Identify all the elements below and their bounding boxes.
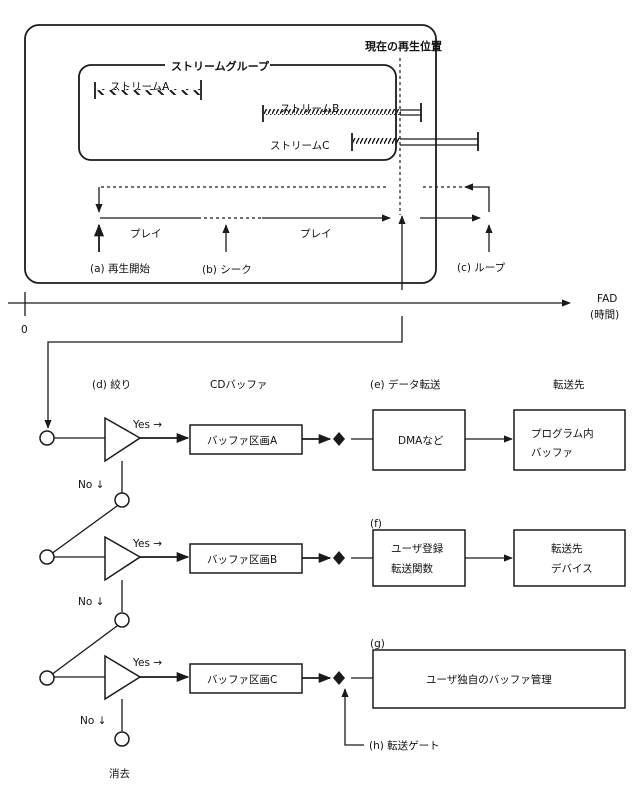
custom-buffer-management-box	[372, 649, 626, 709]
stream-a-label: ストリームA	[110, 81, 170, 93]
no-label-b: No ↓	[78, 596, 104, 608]
transfer-label-b-2: 転送関数	[391, 562, 433, 575]
stream-a-bar	[94, 80, 202, 100]
filter-triangle-a	[104, 416, 142, 463]
discard-label: 消去	[109, 767, 130, 780]
destination-box-b	[513, 529, 626, 587]
filter-no-node-a	[114, 492, 130, 508]
fad-axis-origin-label: 0	[21, 324, 28, 336]
yes-label-b: Yes →	[132, 538, 162, 550]
transfer-gate-c	[333, 671, 345, 685]
transfer-tag-g: (g)	[370, 638, 385, 650]
no-label-a: No ↓	[78, 479, 104, 491]
transfer-gate-control-line	[341, 688, 364, 746]
switch-link-a-b	[46, 505, 118, 558]
transfer-gate-a	[333, 432, 345, 446]
filter-triangle-c	[104, 654, 142, 701]
play-label-1: プレイ	[130, 228, 162, 240]
buffer-label-b: バッファ区画B	[207, 554, 277, 566]
transfer-box-b	[372, 529, 466, 587]
yes-label-c: Yes →	[132, 657, 162, 669]
current-position-label: 現在の再生位置	[365, 39, 442, 53]
switch-link-b-c	[46, 625, 118, 679]
pipeline-row-a: Yes → バッファ区画A DMAなど プログラム内 バッファ No ↓	[39, 409, 626, 508]
filter-triangle-b	[104, 535, 142, 582]
header-destination: 転送先	[553, 378, 585, 391]
yes-label-a: Yes →	[132, 419, 162, 431]
transfer-gate-b	[333, 551, 345, 565]
event-b-label: (b) シーク	[202, 264, 252, 276]
current-position-feed-line	[44, 316, 403, 429]
transfer-gate-label: (h) 転送ゲート	[369, 739, 440, 752]
header-filter: (d) 絞り	[92, 378, 131, 391]
header-data-transfer: (e) データ転送	[370, 378, 441, 391]
filter-input-node-c	[39, 670, 55, 686]
discard-node	[114, 731, 130, 747]
destination-box-a	[513, 409, 626, 471]
stream-b-label: ストリームB	[280, 103, 339, 115]
destination-label-b-2: デバイス	[551, 562, 593, 575]
stream-group-label: ストリームグループ	[171, 59, 270, 73]
event-a-label: (a) 再生開始	[90, 262, 150, 275]
filter-no-node-b	[114, 612, 130, 628]
no-label-c: No ↓	[80, 715, 106, 727]
buffer-box-a	[189, 424, 303, 455]
transfer-box-a	[372, 409, 466, 471]
transfer-tag-f: (f)	[370, 518, 382, 530]
pipeline-row-b: Yes → バッファ区画B (f) ユーザ登録 転送関数 転送先 デバイス No…	[39, 518, 626, 628]
custom-buffer-management-label: ユーザ独自のバッファ管理	[426, 673, 552, 686]
buffer-label-c: バッファ区画C	[207, 674, 277, 686]
transfer-label-b-1: ユーザ登録	[391, 542, 444, 555]
destination-label-a-2: バッファ	[531, 447, 573, 459]
destination-label-b-1: 転送先	[551, 542, 583, 555]
stream-c-label: ストリームC	[270, 140, 330, 152]
buffer-label-a: バッファ区画A	[207, 435, 278, 447]
filter-input-node-b	[39, 549, 55, 565]
fad-axis-label: FAD	[597, 293, 617, 305]
event-c-label: (c) ループ	[457, 262, 506, 274]
destination-label-a-1: プログラム内	[531, 427, 594, 440]
stream-b-bar	[262, 103, 422, 122]
play-label-2: プレイ	[300, 228, 332, 240]
filter-input-node-a	[39, 430, 55, 446]
transfer-label-a: DMAなど	[398, 435, 444, 447]
stream-c-bar	[351, 132, 479, 151]
fad-axis-sublabel: (時間)	[590, 309, 619, 321]
timeline-frame	[24, 24, 437, 284]
pipeline-row-c: Yes → バッファ区画C (g) ユーザ独自のバッファ管理 No ↓ 消去	[39, 638, 626, 780]
header-cd-buffer: CDバッファ	[210, 379, 267, 391]
